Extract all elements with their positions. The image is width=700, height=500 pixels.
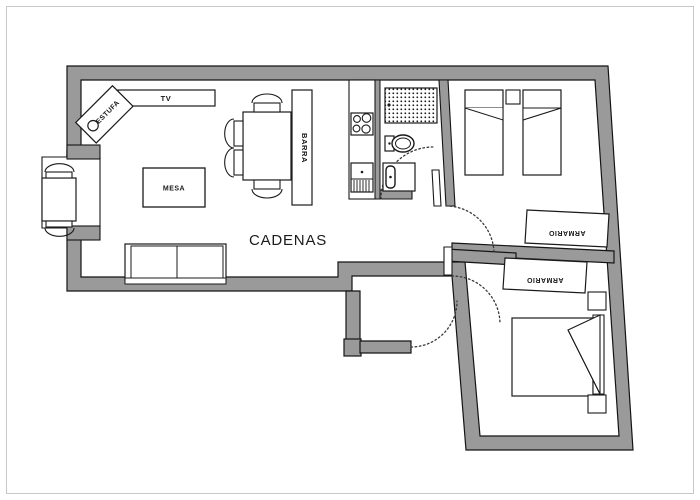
armario-upper-label: ARMARIO [548,229,585,236]
estufa-burner-icon [87,119,99,132]
single-bed-left[interactable] [464,89,504,176]
mesa-table[interactable] [142,167,206,208]
interior-wall-hall-left-edge [443,246,453,276]
balcony-furniture [41,163,77,237]
bedroom-double-furniture [511,291,607,414]
shower-drain-icon [387,103,391,107]
stove-cooktop[interactable] [350,112,374,136]
kitchen-fixtures [348,79,376,200]
dining-chair-left-upper[interactable] [224,118,244,149]
armario-lower-label: ARMARIO [526,276,563,283]
toilet[interactable] [384,134,415,153]
bathroom-fixtures [382,87,438,192]
door-arc-entry [410,300,458,348]
column-post [343,338,362,357]
sofa-seat-right [176,245,224,279]
door-swings [380,146,501,348]
dining-chair-left-lower[interactable] [224,147,244,178]
kitchen-sink[interactable] [350,162,374,193]
shower-tray[interactable] [384,87,438,124]
dining-chairs [224,93,283,199]
nightstand-bottom[interactable] [587,394,607,414]
door-arc-bedroom-double [451,275,501,325]
tv-label: TV [161,94,172,103]
bathroom-sink[interactable] [382,162,416,192]
wardrobe-lower[interactable]: ARMARIO [502,257,588,294]
sofa[interactable] [124,243,227,285]
double-bed[interactable] [511,314,605,397]
interior-wall-bath-return [431,169,442,207]
dining-table[interactable] [242,111,292,181]
bedroom-twin-furniture [464,89,562,176]
living-room-furniture: TV ESTUFA MESA CADENAS [74,84,327,285]
single-bed-right[interactable] [522,89,562,176]
dining-chair-bottom[interactable] [251,179,283,199]
wall-stub-horizontal [359,340,412,354]
balcony-chair-bottom[interactable] [44,220,75,237]
sofa-base [124,277,227,285]
balcony-chair-top[interactable] [44,163,75,179]
nightstand-top[interactable] [587,291,607,311]
sofa-seat-left [130,245,178,279]
interior-wall-bath-bedroom [438,79,456,207]
balcony-jamb-bottom [66,225,101,241]
door-arc-bathroom [380,146,434,200]
dining-chair-top[interactable] [251,93,283,113]
room-label-main: CADENAS [249,232,327,249]
estufa-unit[interactable]: ESTUFA [74,84,134,144]
door-arc-hall [445,205,495,255]
dining-area: BARRA [224,89,313,206]
wardrobe-upper[interactable]: ARMARIO [524,209,610,248]
mesa-label: MESA [163,186,185,193]
balcony-jamb-top [66,144,101,160]
barra-label: BARRA [300,133,309,163]
nightstand-between-beds[interactable] [505,89,521,105]
balcony-table[interactable] [41,177,77,222]
barra-counter[interactable] [291,89,313,206]
wall-stub-lower-centre [345,290,361,342]
wardrobes: ARMARIO ARMARIO [502,209,610,294]
